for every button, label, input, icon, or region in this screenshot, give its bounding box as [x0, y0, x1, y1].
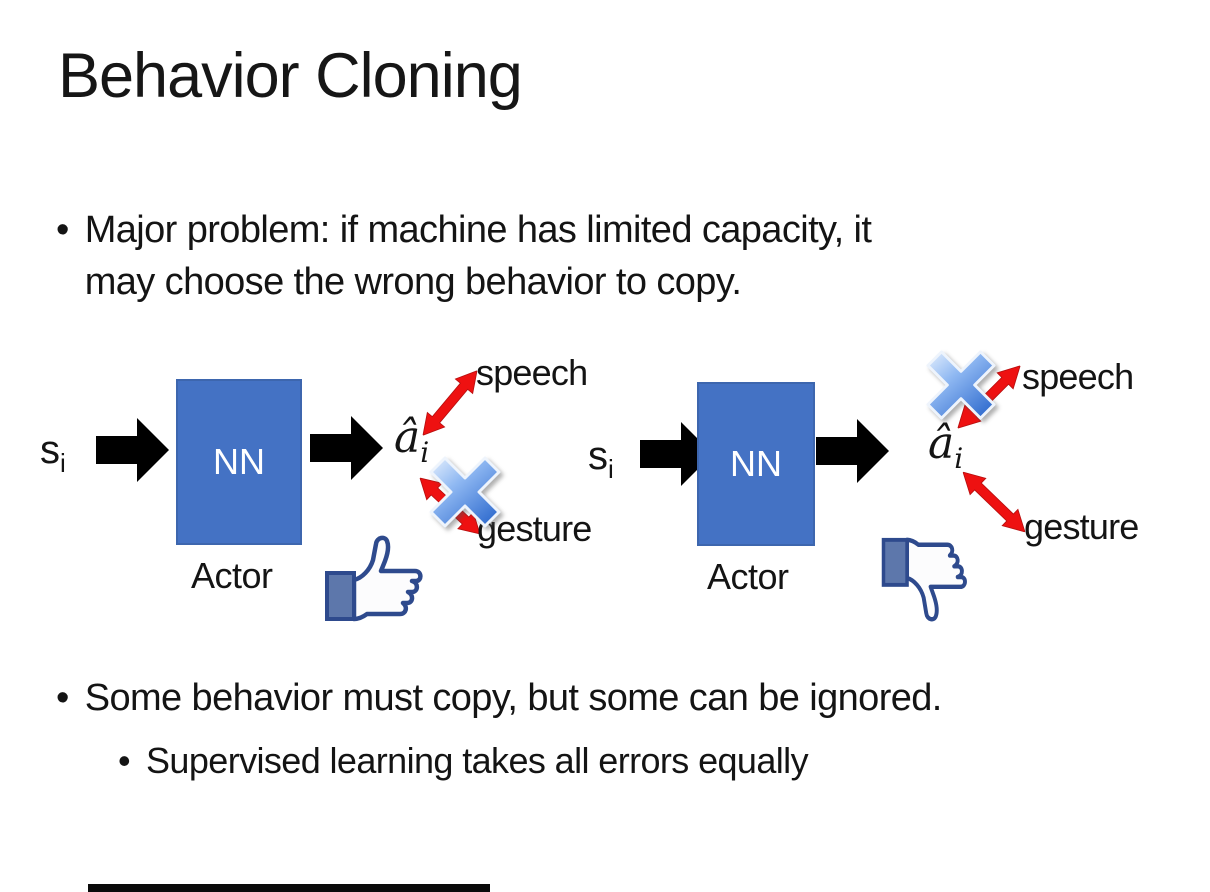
bullet-major-problem-line2: may choose the wrong behavior to copy.	[84, 261, 742, 304]
thumbs-down-icon	[881, 537, 967, 622]
right-nn-label: NN	[730, 443, 782, 484]
right-nn-box: NN	[697, 382, 815, 546]
right-gesture-label: gesture	[1024, 506, 1139, 547]
bullet-glyph: •	[118, 740, 131, 781]
right-output-action-label: âi	[928, 418, 964, 475]
left-input-state-label: si	[40, 428, 66, 478]
thumbs-up-icon	[325, 535, 423, 622]
left-actor-caption: Actor	[191, 555, 273, 596]
left-output-action-label: âi	[394, 412, 430, 469]
right-actor-caption: Actor	[707, 556, 789, 597]
bullet-supervised-learning: • Supervised learning takes all errors e…	[118, 736, 1118, 786]
bullet-supervised-learning-text: Supervised learning takes all errors equ…	[146, 740, 809, 781]
bullet-some-behavior: • Some behavior must copy, but some can …	[56, 672, 1176, 724]
bullet-major-problem-line1: Major problem: if machine has limited ca…	[84, 209, 872, 251]
right-input-state-label: si	[588, 434, 614, 484]
left-cross-mark-icon	[429, 456, 501, 528]
right-cross-mark-icon	[926, 350, 996, 420]
right-gesture-branch-arrow-icon	[962, 471, 1026, 533]
bullet-major-problem: • Major problem: if machine has limited …	[56, 204, 1146, 309]
page-title: Behavior Cloning	[58, 41, 523, 111]
bullet-glyph: •	[56, 209, 69, 251]
left-nn-box: NN	[176, 379, 302, 545]
left-input-arrow-icon	[96, 418, 169, 482]
bullet-glyph: •	[56, 677, 69, 719]
right-input-arrow-icon	[640, 422, 713, 486]
left-speech-branch-arrow-icon	[422, 370, 478, 436]
left-output-arrow-icon	[310, 416, 383, 480]
right-output-arrow-icon	[816, 419, 889, 483]
left-nn-label: NN	[213, 441, 265, 482]
cropped-footer-bar	[88, 884, 490, 892]
left-speech-label: speech	[476, 352, 588, 393]
right-speech-label: speech	[1022, 356, 1134, 397]
bullet-some-behavior-text: Some behavior must copy, but some can be…	[84, 677, 943, 719]
